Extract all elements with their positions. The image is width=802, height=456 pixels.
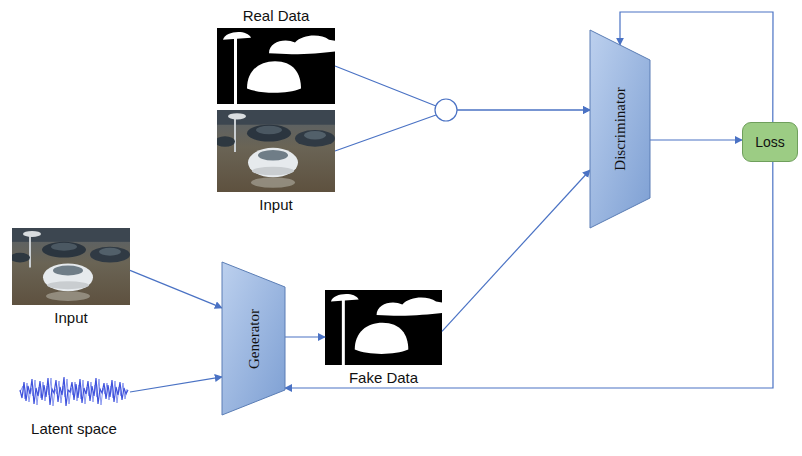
box-label: Loss (755, 134, 785, 150)
image-caption: Fake Data (349, 369, 418, 386)
generator-block: Generator (222, 262, 285, 415)
noise-signal (20, 378, 127, 406)
trapezoid-shape (222, 262, 285, 415)
flow-arrow (130, 377, 222, 392)
mask-image (217, 28, 335, 104)
discriminator-block: Discriminator (590, 30, 650, 228)
flow-arrow (285, 336, 325, 337)
image-panel: Input (217, 110, 335, 192)
flow-arrow (285, 162, 773, 388)
flow-arrow (442, 170, 590, 331)
flow-arrow (335, 110, 590, 151)
image-panel: Fake Data (325, 290, 442, 365)
flow-arrow (650, 139, 742, 140)
image-panel: Input (12, 228, 130, 305)
noise-signal (20, 377, 128, 406)
block-label: Discriminator (612, 87, 629, 170)
image-caption: Latent space (31, 420, 117, 437)
image-caption: Real Data (243, 7, 310, 24)
image-panel: Real Data (217, 28, 335, 104)
image-caption: Input (54, 309, 87, 326)
merge-circle (435, 99, 457, 121)
loss-box: Loss (742, 122, 798, 162)
mask-image (325, 290, 442, 365)
image-panel: Latent space (18, 372, 130, 412)
block-label: Generator (245, 309, 262, 369)
flow-arrow (130, 270, 222, 308)
photo-image (10, 228, 130, 305)
image-caption: Input (259, 196, 292, 213)
flow-arrow (335, 66, 590, 110)
photo-image (215, 110, 335, 192)
trapezoid-shape (590, 30, 650, 228)
